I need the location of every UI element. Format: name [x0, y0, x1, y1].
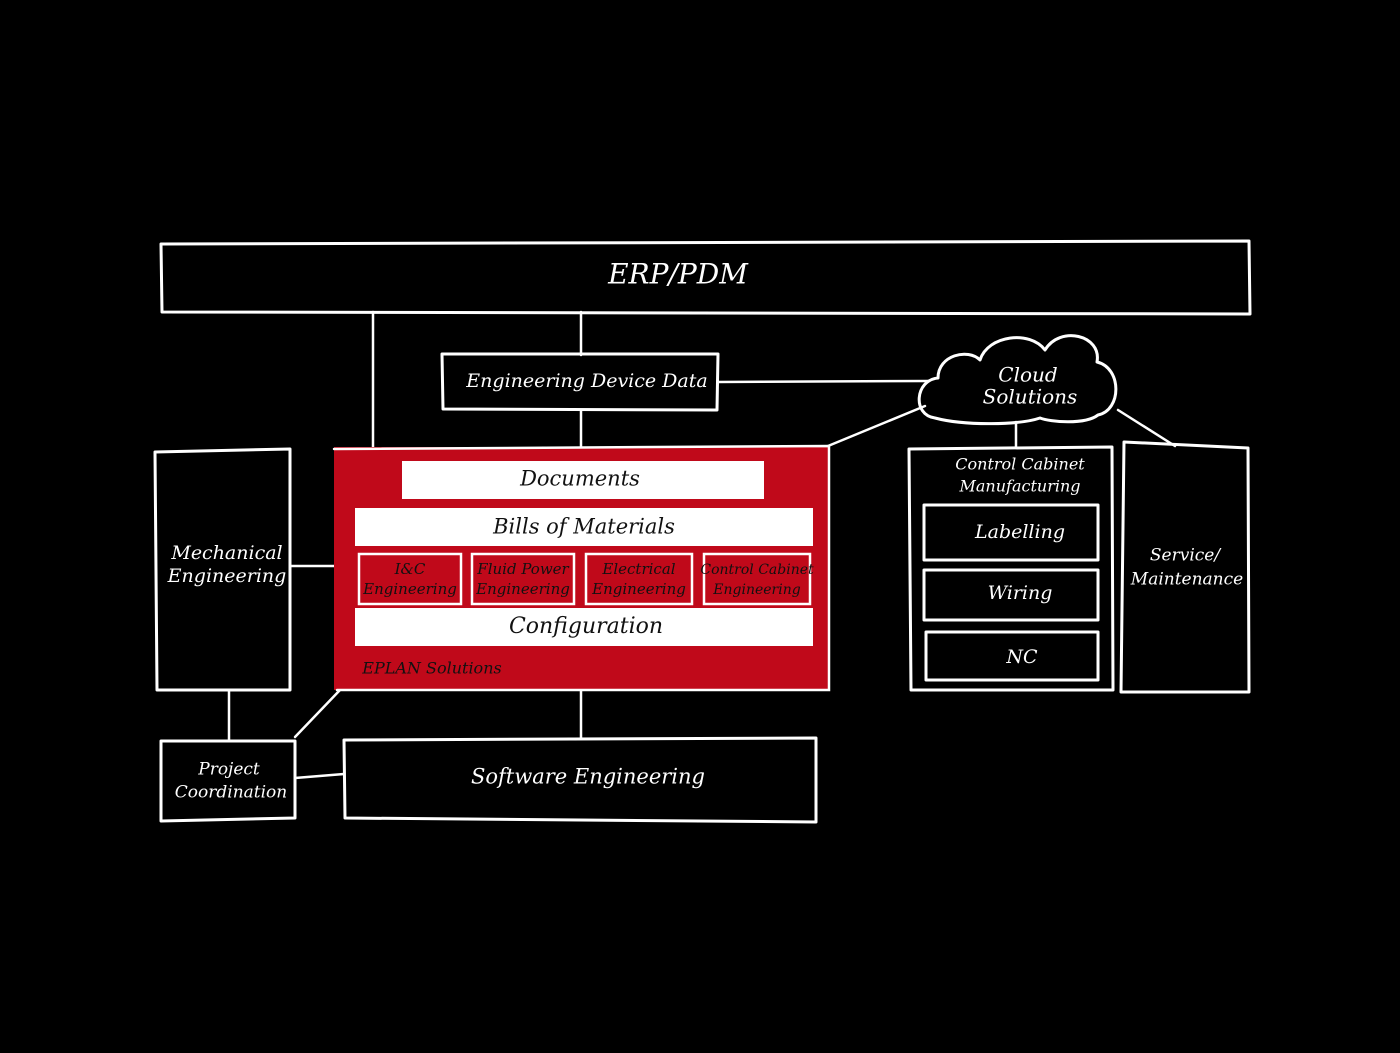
wiring-box: [922, 568, 1100, 622]
software-engineering-box: [342, 736, 818, 824]
documents-label: Documents: [519, 467, 640, 491]
control-cabinet-manufacturing-node: Control Cabinet Manufacturing Labelling …: [907, 445, 1115, 692]
bills-of-materials-label: Bills of Materials: [492, 515, 675, 539]
discipline-fluid-box: [470, 552, 576, 606]
connector-cloud-service: [1116, 408, 1177, 448]
connector-project-eplan: [293, 688, 342, 739]
wiring-label: Wiring: [988, 582, 1053, 604]
mechanical-engineering-line2: Engineering: [167, 565, 287, 587]
control-cabinet-manufacturing-line1: Control Cabinet: [955, 455, 1085, 474]
engineering-device-data-box: [440, 352, 720, 412]
erp-pdm-box: [159, 239, 1252, 316]
control-cabinet-manufacturing-box: [907, 445, 1115, 692]
project-coordination-box: [159, 739, 297, 823]
software-engineering-label: Software Engineering: [471, 765, 705, 789]
project-coordination-line1: Project: [197, 760, 260, 780]
nc-label: NC: [1005, 646, 1038, 668]
discipline-cabinet-box: [702, 552, 812, 606]
nc-box: [924, 630, 1100, 682]
cloud-shape: [917, 334, 1118, 426]
configuration-label: Configuration: [509, 614, 663, 639]
discipline-fluid-line2: Engineering: [475, 580, 570, 598]
control-cabinet-manufacturing-line2: Manufacturing: [959, 477, 1081, 496]
eplan-solutions-label: EPLAN Solutions: [361, 659, 501, 678]
mechanical-engineering-node: Mechanical Engineering: [153, 447, 292, 692]
engineering-device-data-label: Engineering Device Data: [465, 370, 707, 392]
service-maintenance-box: [1119, 440, 1251, 694]
service-maintenance-line2: Maintenance: [1130, 570, 1243, 590]
eplan-outline: [332, 444, 831, 692]
project-coordination-line2: Coordination: [175, 783, 287, 803]
cloud-solutions-node: Cloud Solutions: [917, 334, 1118, 426]
discipline-fluid-line1: Fluid Power: [476, 560, 569, 578]
labelling-box: [922, 503, 1100, 562]
bills-of-materials-bar: [355, 508, 813, 546]
connector-eplan-cloud: [826, 404, 927, 448]
connector-project-software: [293, 772, 346, 780]
connector-device-data-cloud: [716, 379, 930, 384]
discipline-electrical-line2: Engineering: [591, 580, 686, 598]
cloud-label-line2: Solutions: [983, 385, 1078, 409]
service-maintenance-node: Service/ Maintenance: [1119, 440, 1251, 694]
documents-bar: [402, 461, 764, 499]
software-engineering-node: Software Engineering: [342, 736, 818, 824]
discipline-cabinet-line2: Engineering: [712, 582, 800, 598]
engineering-device-data-node: Engineering Device Data: [440, 352, 720, 412]
labelling-label: Labelling: [974, 521, 1065, 543]
discipline-electrical-box: [584, 552, 694, 606]
discipline-ic-line1: I&C: [394, 560, 426, 578]
cloud-label-line1: Cloud: [998, 363, 1057, 387]
service-maintenance-line1: Service/: [1150, 546, 1222, 566]
erp-pdm-label: ERP/PDM: [607, 258, 749, 291]
erp-pdm-node: ERP/PDM: [159, 239, 1252, 316]
discipline-ic-line2: Engineering: [362, 580, 457, 598]
discipline-cabinet-line1: Control Cabinet: [700, 562, 814, 578]
discipline-electrical-line1: Electrical: [601, 560, 675, 578]
project-coordination-node: Project Coordination: [159, 739, 297, 823]
mechanical-engineering-line1: Mechanical: [170, 542, 282, 564]
connectors: [227, 310, 1177, 780]
eplan-solutions-block: Documents Bills of Materials I&C Enginee…: [332, 444, 831, 692]
configuration-bar: [355, 608, 813, 646]
discipline-ic-box: [357, 552, 463, 606]
mechanical-engineering-box: [153, 447, 292, 692]
